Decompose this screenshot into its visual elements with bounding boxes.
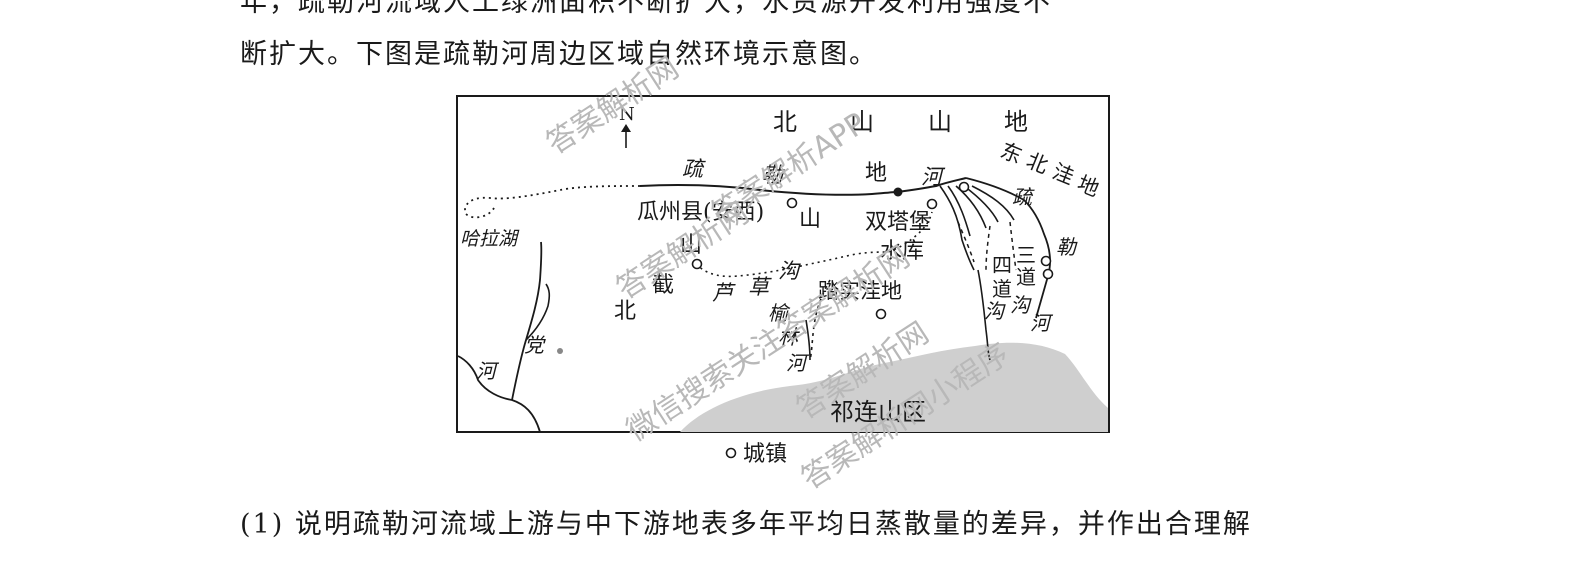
label-shule-top-1: 疏 bbox=[682, 157, 706, 181]
legend-town-symbol bbox=[725, 447, 737, 459]
label-dang-1: 党 bbox=[524, 333, 546, 357]
dang-river-lower bbox=[457, 355, 541, 433]
north-label: N bbox=[619, 104, 635, 125]
dashed-channel-3 bbox=[1009, 221, 1017, 271]
label-beishan-2: 山 bbox=[850, 108, 874, 136]
label-sidao-2: 道 bbox=[992, 277, 1012, 301]
intro-line: 断扩大。下图是疏勒河周边区域自然环境示意图。 bbox=[240, 39, 878, 70]
dang-river-branch bbox=[525, 283, 551, 341]
yulin-river-solid bbox=[805, 319, 811, 361]
town-shule-1 bbox=[1040, 255, 1052, 267]
lucao-gou-dotted bbox=[695, 211, 933, 278]
shule-upper-reach bbox=[965, 177, 1051, 319]
label-yulin-1: 榆 bbox=[768, 301, 791, 325]
shule-river-dotted bbox=[464, 185, 641, 219]
label-sidao-1: 四 bbox=[992, 253, 1012, 277]
label-dongbei-2: 北 bbox=[1023, 148, 1051, 178]
label-shuiku: 水库 bbox=[880, 239, 924, 264]
label-beishan-4: 地 bbox=[1004, 108, 1028, 136]
channel-2 bbox=[947, 185, 971, 237]
label-jieshan-bei: 北 bbox=[614, 299, 636, 324]
label-qilian: 祁连山区 bbox=[830, 398, 926, 426]
town-tashi bbox=[875, 308, 887, 320]
town-shuangta bbox=[926, 198, 938, 210]
label-yulin-3: 河 bbox=[786, 351, 810, 375]
label-sandao-1: 三 bbox=[1016, 243, 1036, 267]
label-beishan-1: 北 bbox=[773, 108, 797, 136]
label-shan: 山 bbox=[799, 207, 821, 232]
reservoir-dam-marker bbox=[893, 187, 903, 197]
label-guazhou: 瓜州县(安西) bbox=[637, 200, 764, 225]
channel-5 bbox=[971, 185, 1015, 221]
label-lucao-2: 草 bbox=[748, 275, 772, 299]
legend-town-label: 城镇 bbox=[743, 442, 787, 467]
label-tashi: 踏实洼地 bbox=[818, 279, 902, 303]
sidao-gou-river bbox=[977, 269, 991, 361]
label-beishan-3: 山 bbox=[928, 108, 952, 136]
watermark-1: 答案解析网 bbox=[540, 51, 685, 162]
question-1-line: (1) 说明疏勒河流域上游与中下游地表多年平均日蒸散量的差异，并作出合理解 bbox=[240, 509, 1252, 540]
label-yulin-2: 林 bbox=[778, 325, 800, 349]
label-sandao-3: 沟 bbox=[1010, 293, 1032, 317]
town-shule-2 bbox=[1042, 268, 1054, 280]
top-line-cut: 年，疏勒河流域人工绿洲面积不断扩大，水资源开发利用强度不 bbox=[240, 0, 1052, 18]
label-sandao-4: 河 bbox=[1030, 311, 1054, 335]
label-dang-2: 河 bbox=[476, 359, 500, 383]
label-sandao-2: 道 bbox=[1016, 265, 1036, 289]
dang-river-point bbox=[557, 348, 563, 354]
label-shule-top-2: 勒 bbox=[762, 163, 785, 187]
channel-1 bbox=[939, 185, 975, 271]
label-lucao-1: 芦 bbox=[712, 281, 736, 305]
dang-river-main bbox=[511, 241, 543, 401]
label-shule-right-1: 疏 bbox=[1012, 185, 1035, 209]
label-dongbei-4: 地 bbox=[1074, 171, 1102, 201]
label-sidao-3: 沟 bbox=[984, 299, 1006, 323]
qilian-shaded-area bbox=[680, 342, 1108, 432]
dashed-channel-1 bbox=[957, 221, 975, 263]
town-jieshan bbox=[691, 258, 703, 270]
label-lucao-3: 沟 bbox=[778, 259, 801, 283]
dashed-channel-2 bbox=[985, 225, 991, 271]
label-shule-right-2: 勒 bbox=[1056, 235, 1078, 259]
label-jieshan-shan: 山 bbox=[680, 233, 702, 258]
town-guazhou bbox=[786, 197, 798, 209]
label-dongbei-1: 东 bbox=[997, 138, 1025, 168]
town-northeast bbox=[958, 181, 970, 193]
yulin-river-dashed bbox=[809, 279, 831, 361]
label-shule-top-4: 河 bbox=[921, 165, 946, 189]
label-shule-top-3: 地 bbox=[865, 161, 887, 186]
label-hala-lake: 哈拉湖 bbox=[460, 228, 520, 250]
shule-river-main bbox=[639, 177, 967, 196]
north-arrow-head bbox=[621, 124, 631, 132]
label-jieshan-jie: 截 bbox=[652, 273, 674, 298]
label-dongbei-3: 洼 bbox=[1049, 159, 1077, 189]
label-shuangta: 双塔堡 bbox=[865, 210, 931, 235]
